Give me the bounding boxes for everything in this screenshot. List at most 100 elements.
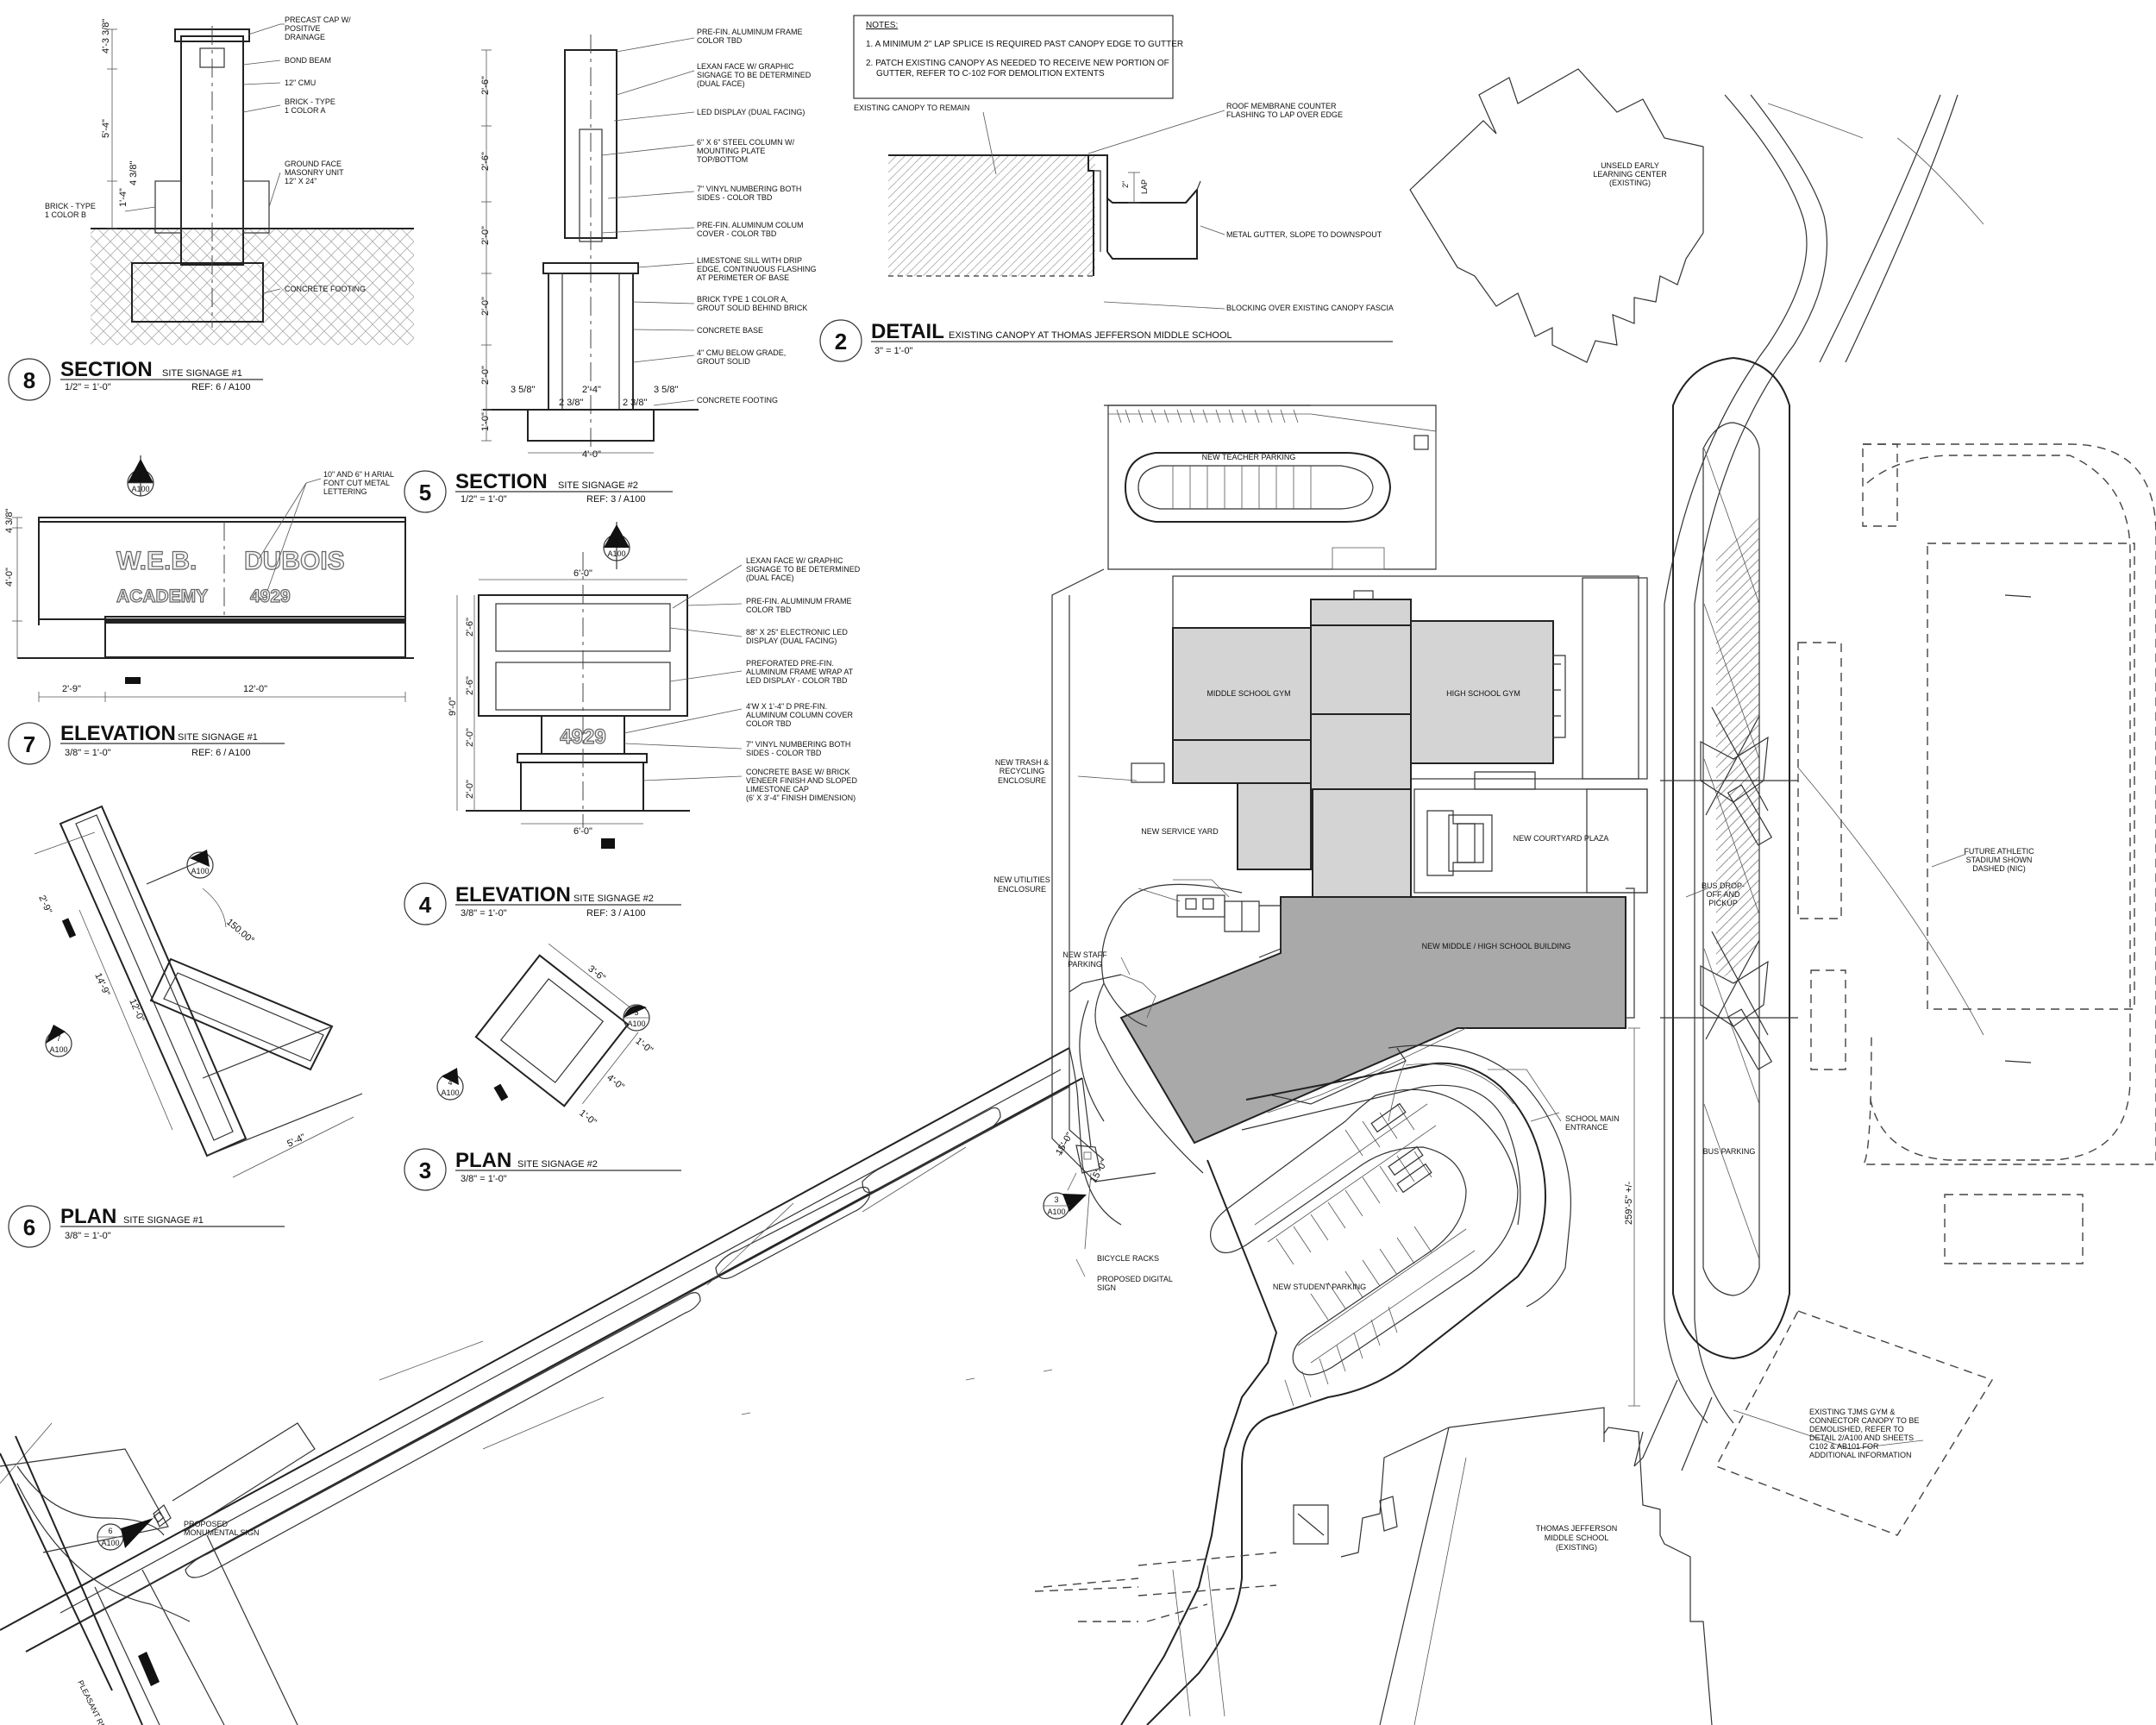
svg-text:DISPLAY (DUAL FACING): DISPLAY (DUAL FACING)	[746, 637, 837, 645]
plan-3-tag-4[interactable]: 4 A100	[436, 1068, 464, 1101]
svg-text:LED DISPLAY (DUAL FACING): LED DISPLAY (DUAL FACING)	[697, 108, 805, 116]
svg-text:ENCLOSURE: ENCLOSURE	[998, 885, 1046, 894]
svg-text:12" CMU: 12" CMU	[285, 78, 316, 87]
svg-text:3 5/8": 3 5/8"	[654, 385, 678, 395]
svg-text:2'-9": 2'-9"	[36, 894, 53, 915]
elevation-4-section-tag[interactable]: 5 A100	[603, 522, 630, 569]
plan-3-tag-5[interactable]: 5 A100	[623, 1004, 650, 1032]
detail-title-4: 4 ELEVATION SITE SIGNAGE #2 3/8" = 1'-0"…	[404, 882, 681, 925]
svg-text:7: 7	[23, 731, 35, 757]
svg-text:7" VINYL NUMBERING BOTH: 7" VINYL NUMBERING BOTH	[746, 740, 850, 749]
svg-text:GROUT SOLID: GROUT SOLID	[697, 357, 750, 366]
svg-text:2'-6": 2'-6"	[480, 152, 491, 171]
svg-text:4" CMU BELOW GRADE,: 4" CMU BELOW GRADE,	[697, 348, 786, 357]
svg-text:NEW STAFF: NEW STAFF	[1062, 950, 1107, 959]
svg-text:4'W X 1'-4" D PRE-FIN.: 4'W X 1'-4" D PRE-FIN.	[746, 702, 827, 711]
svg-text:THOMAS JEFFERSON: THOMAS JEFFERSON	[1536, 1524, 1618, 1533]
svg-text:9'-0": 9'-0"	[448, 697, 458, 716]
notes-box: NOTES: 1. A MINIMUM 2" LAP SPLICE IS REQ…	[853, 15, 1183, 99]
sign-text-web: W.E.B.	[116, 547, 197, 575]
svg-text:A100: A100	[191, 867, 209, 875]
svg-text:DEMOLISHED, REFER TO: DEMOLISHED, REFER TO	[1809, 1425, 1904, 1433]
s8-dim-c: 1'-4"	[118, 188, 128, 207]
svg-text:ENCLOSURE: ENCLOSURE	[998, 776, 1046, 785]
svg-text:6'-0": 6'-0"	[573, 568, 592, 579]
svg-text:ELEVATION: ELEVATION	[60, 722, 176, 745]
svg-text:A100: A100	[49, 1045, 67, 1054]
svg-text:SCHOOL MAIN: SCHOOL MAIN	[1565, 1114, 1620, 1123]
svg-text:6: 6	[23, 1214, 35, 1240]
svg-text:4: 4	[448, 1078, 452, 1087]
svg-text:A100: A100	[441, 1088, 459, 1097]
svg-text:(EXISTING): (EXISTING)	[1556, 1543, 1597, 1552]
svg-text:SIGN: SIGN	[1097, 1283, 1116, 1292]
sign-text-dubois: DUBOIS	[244, 547, 345, 575]
svg-text:5'-4": 5'-4"	[285, 1132, 307, 1150]
svg-text:TOP/BOTTOM: TOP/BOTTOM	[697, 155, 748, 164]
site-tag-6[interactable]: 6 A100	[97, 1518, 154, 1551]
svg-text:ROOF MEMBRANE COUNTER: ROOF MEMBRANE COUNTER	[1226, 102, 1337, 110]
svg-text:3: 3	[1054, 1195, 1058, 1204]
svg-text:2'-0": 2'-0"	[465, 780, 475, 799]
svg-text:EDGE, CONTINUOUS FLASHING: EDGE, CONTINUOUS FLASHING	[697, 265, 817, 273]
svg-text:SECTION: SECTION	[455, 470, 548, 493]
svg-text:PRE-FIN. ALUMINUM COLUM: PRE-FIN. ALUMINUM COLUM	[697, 221, 804, 229]
s8-dim-b: 5'-4"	[101, 119, 111, 138]
svg-text:PLEASANT RD.: PLEASANT RD.	[76, 1678, 108, 1725]
svg-text:2'-0": 2'-0"	[480, 226, 491, 245]
dim-259: 259'-5" +/-	[1624, 1181, 1634, 1225]
plan-3-drawing: 3'-6" 1'-0" 4'-0" 1'-0" 5 A100 4 A100	[436, 943, 655, 1128]
svg-text:PRE-FIN. ALUMINUM FRAME: PRE-FIN. ALUMINUM FRAME	[746, 597, 852, 605]
svg-text:MASONRY UNIT: MASONRY UNIT	[285, 168, 344, 177]
svg-text:2'-0": 2'-0"	[465, 728, 475, 747]
svg-text:5: 5	[634, 1008, 638, 1017]
site-tag-3[interactable]: 3 A100	[1043, 1192, 1087, 1220]
svg-text:MOUNTING PLATE: MOUNTING PLATE	[697, 147, 765, 155]
svg-text:MIDDLE SCHOOL GYM: MIDDLE SCHOOL GYM	[1206, 689, 1290, 698]
svg-text:3 5/8": 3 5/8"	[511, 385, 535, 395]
svg-text:NEW UTILITIES: NEW UTILITIES	[993, 875, 1050, 884]
svg-text:PLAN: PLAN	[455, 1149, 511, 1172]
svg-text:1 COLOR A: 1 COLOR A	[285, 106, 326, 115]
svg-text:LIMESTONE CAP: LIMESTONE CAP	[746, 785, 809, 794]
svg-text:BRICK - TYPE: BRICK - TYPE	[45, 202, 96, 210]
plan-6-drawing: 2'-9" 150.00° 14'-9" 12'-0" 5'-4" 8 A100…	[34, 805, 363, 1178]
svg-text:LAP: LAP	[1140, 179, 1149, 194]
elevation-7-section-tag[interactable]: 8 A100	[127, 455, 154, 497]
svg-text:2'-6": 2'-6"	[465, 618, 475, 637]
svg-text:(DUAL FACE): (DUAL FACE)	[697, 79, 745, 88]
svg-text:FUTURE ATHLETIC: FUTURE ATHLETIC	[1964, 847, 2034, 856]
svg-text:ADDITIONAL INFORMATION: ADDITIONAL INFORMATION	[1809, 1451, 1912, 1459]
svg-text:FONT CUT METAL: FONT CUT METAL	[323, 479, 390, 487]
svg-text:SIDES - COLOR TBD: SIDES - COLOR TBD	[746, 749, 822, 757]
svg-text:3/8" = 1'-0": 3/8" = 1'-0"	[461, 1174, 507, 1184]
svg-text:POSITIVE: POSITIVE	[285, 24, 321, 33]
svg-text:SITE SIGNAGE #1: SITE SIGNAGE #1	[123, 1215, 204, 1226]
svg-text:REF: 3 / A100: REF: 3 / A100	[586, 908, 645, 919]
svg-text:7: 7	[56, 1034, 60, 1043]
svg-text:GROUT SOLID BEHIND BRICK: GROUT SOLID BEHIND BRICK	[697, 304, 807, 312]
plan-6-tag-8[interactable]: 8 A100	[146, 850, 214, 885]
svg-text:PRE-FIN. ALUMINUM FRAME: PRE-FIN. ALUMINUM FRAME	[697, 28, 803, 36]
sign-text-academy: ACADEMY	[116, 586, 208, 606]
svg-text:NEW SERVICE YARD: NEW SERVICE YARD	[1141, 827, 1219, 836]
plan-6-tag-7[interactable]: 7 A100	[45, 1025, 72, 1057]
svg-text:2'-6": 2'-6"	[480, 76, 491, 95]
section-8-drawing: 4'-3 3/8" 5'-4" 1'-4" 4 3/8" PRECAST CAP…	[45, 16, 414, 345]
svg-text:BRICK TYPE 1 COLOR A,: BRICK TYPE 1 COLOR A,	[697, 295, 788, 304]
svg-text:NEW TRASH &: NEW TRASH &	[995, 758, 1049, 767]
detail-title-3: 3 PLAN SITE SIGNAGE #2 3/8" = 1'-0"	[404, 1148, 681, 1191]
svg-text:NEW TEACHER PARKING: NEW TEACHER PARKING	[1202, 453, 1296, 461]
svg-text:(EXISTING): (EXISTING)	[1609, 179, 1651, 187]
svg-text:2'-0": 2'-0"	[480, 297, 491, 316]
svg-text:(DUAL FACE): (DUAL FACE)	[746, 574, 794, 582]
svg-text:12'-0": 12'-0"	[243, 684, 267, 694]
svg-text:A100: A100	[131, 485, 149, 493]
svg-text:3'-6": 3'-6"	[586, 963, 607, 983]
svg-text:8: 8	[138, 473, 142, 481]
note-2: 2. PATCH EXISTING CANOPY AS NEEDED TO RE…	[866, 59, 1169, 68]
svg-text:A100: A100	[627, 1019, 645, 1028]
svg-text:1'-0": 1'-0"	[634, 1036, 655, 1056]
svg-text:SIGNAGE TO BE DETERMINED: SIGNAGE TO BE DETERMINED	[697, 71, 812, 79]
